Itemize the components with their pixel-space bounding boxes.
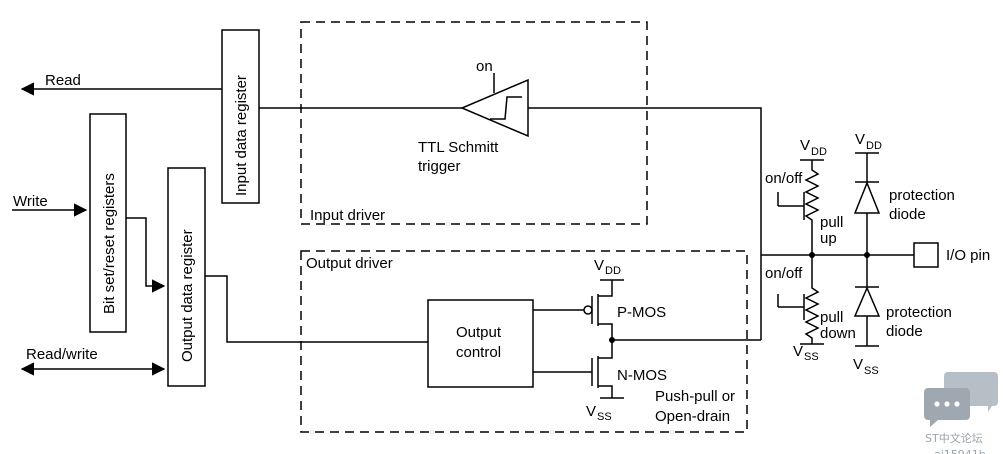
bit-set-reset-registers: Bit set/reset registers (89, 113, 127, 333)
svg-text:V: V (855, 131, 865, 148)
pull-up-vdd: V DD (800, 137, 827, 161)
pull-up-resistor: on/off pull up (765, 160, 843, 255)
read-label: Read (45, 72, 81, 89)
svg-text:V: V (586, 403, 596, 420)
svg-text:DD: DD (811, 146, 827, 158)
bsrr-to-odr-arrow (126, 217, 166, 293)
output-data-register-label: Output data register (179, 229, 196, 362)
pmos-label: P-MOS (617, 304, 666, 321)
trigger-label-2: trigger (418, 158, 461, 175)
pin-bus-wire (528, 107, 762, 340)
input-data-register-label: Input data register (233, 75, 250, 196)
output-data-register: Output data register (167, 167, 206, 387)
output-mode-label-1: Push-pull or (655, 388, 735, 405)
svg-text:V: V (853, 356, 863, 373)
pull-up-label-2: up (820, 230, 837, 247)
input-data-register: Input data register (221, 29, 260, 204)
bit-set-reset-label: Bit set/reset registers (101, 173, 118, 314)
io-pin-label: I/O pin (946, 247, 990, 264)
protection-diode-label-2: diode (889, 206, 926, 223)
output-control-block: Output control (427, 299, 534, 388)
svg-text:SS: SS (804, 351, 819, 363)
io-pin: I/O pin (913, 242, 990, 268)
pull-down-onoff-label: on/off (765, 265, 803, 282)
pmos-vdd: V DD (594, 257, 624, 281)
svg-text:DD: DD (605, 265, 621, 277)
output-mode-label-2: Open-drain (655, 408, 730, 425)
input-driver-box (300, 21, 648, 225)
pull-down-resistor: on/off pull down (765, 255, 856, 344)
protection-diode-vss: V SS protection diode (853, 255, 952, 377)
watermark-code: ai15941b (934, 448, 986, 454)
read-signal: Read (20, 72, 222, 96)
svg-text:V: V (800, 137, 810, 154)
write-signal: Write (12, 193, 88, 217)
pull-up-label-1: pull (820, 214, 843, 231)
output-control-label-1: Output (456, 324, 502, 341)
input-driver-label: Input driver (310, 207, 385, 224)
svg-text:SS: SS (864, 365, 879, 377)
output-driver-label: Output driver (306, 255, 393, 272)
pull-down-label-1: pull (820, 309, 843, 326)
svg-text:V: V (793, 343, 803, 360)
nmos-label: N-MOS (617, 367, 667, 384)
pmos-transistor: P-MOS (533, 280, 666, 340)
nmos-transistor: N-MOS (533, 340, 667, 398)
svg-text:DD: DD (866, 140, 882, 152)
protection-diode-label-3: protection (886, 304, 952, 321)
ttl-schmitt-trigger: on TTL Schmitt trigger (418, 58, 529, 175)
forum-watermark-logo (924, 372, 998, 427)
trigger-label-1: TTL Schmitt (418, 139, 499, 156)
protection-diode-vdd: V DD protection diode (853, 131, 955, 255)
protection-diode-label-1: protection (889, 187, 955, 204)
trigger-on-label: on (476, 58, 493, 75)
read-write-signal: Read/write (20, 346, 166, 376)
svg-text:V: V (594, 257, 604, 274)
pull-down-vss: V SS (793, 343, 824, 363)
read-write-label: Read/write (26, 346, 98, 363)
write-label: Write (13, 193, 48, 210)
pull-down-label-2: down (820, 325, 856, 342)
svg-text:SS: SS (597, 411, 612, 423)
odr-to-control-wire (205, 275, 428, 343)
output-control-label-2: control (456, 344, 501, 361)
pull-up-onoff-label: on/off (765, 170, 803, 187)
watermark-site: ST中文论坛 (925, 431, 983, 445)
protection-diode-label-4: diode (886, 323, 923, 340)
nmos-vss: V SS (586, 397, 624, 423)
